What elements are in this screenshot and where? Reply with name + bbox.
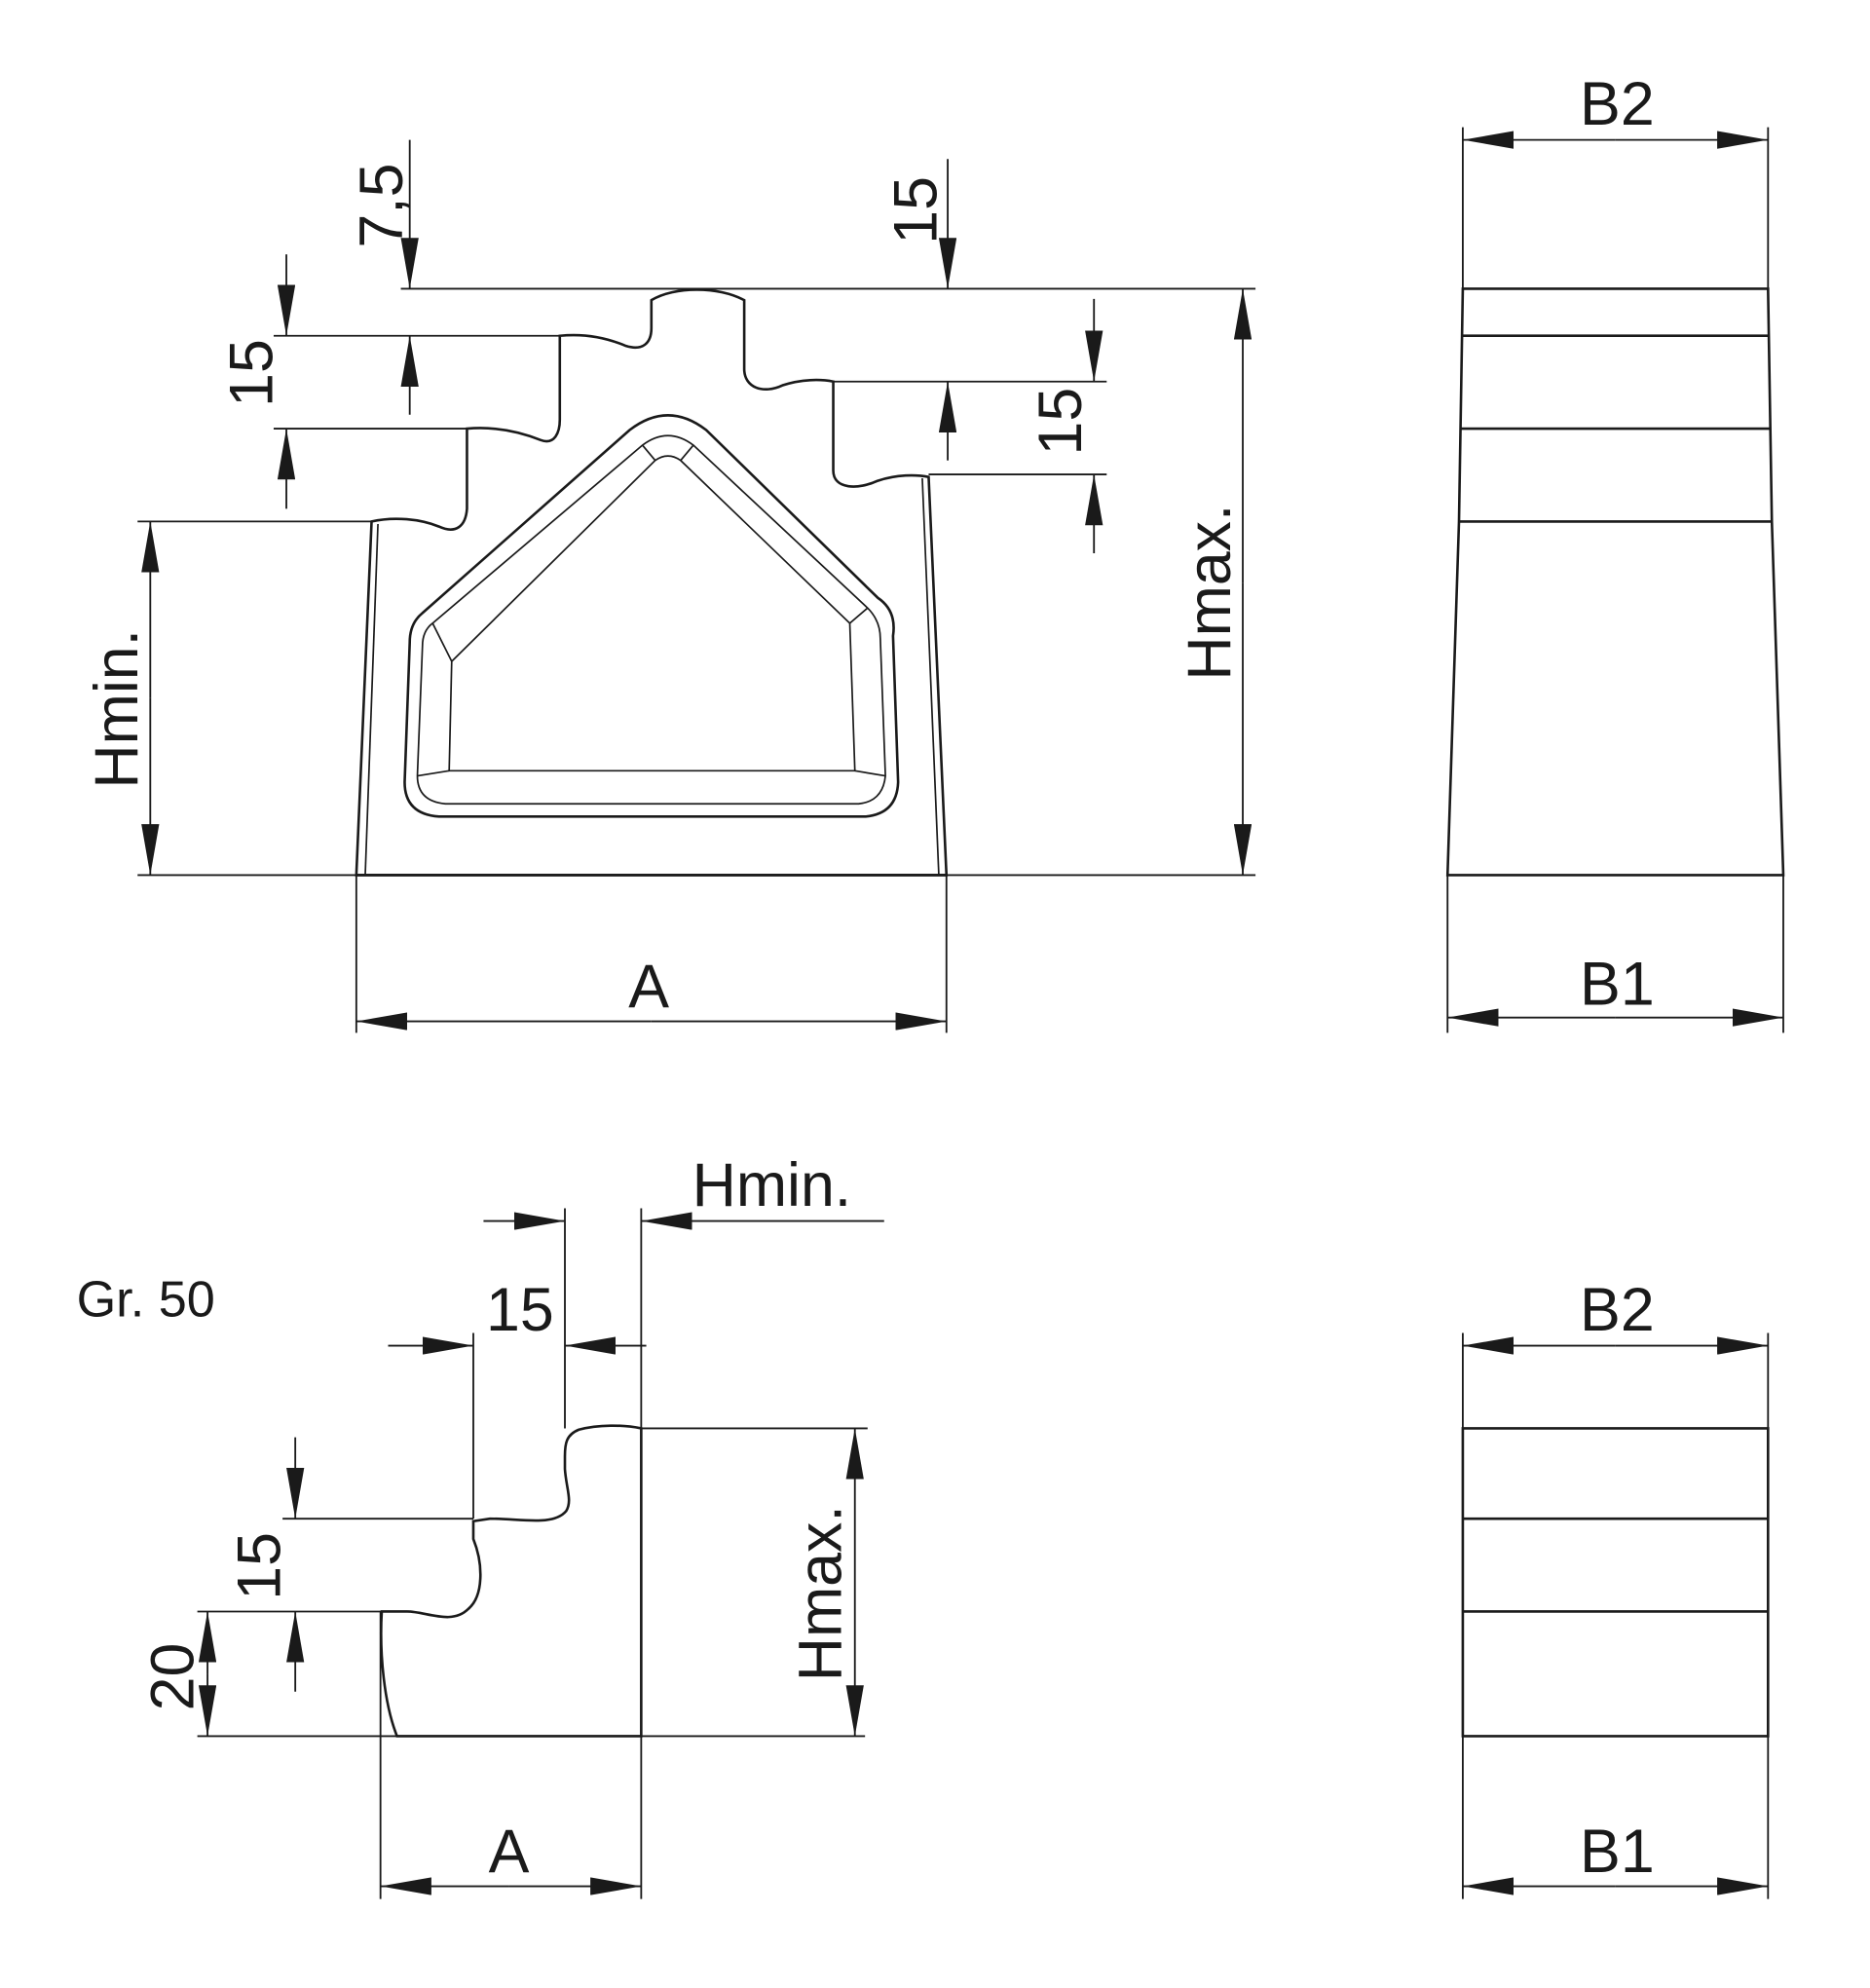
side-view-small: B2 B1 <box>1461 1276 1770 1899</box>
dim-b1-label: B1 <box>1580 951 1655 1019</box>
dim-hmin-small-label: Hmin. <box>692 1151 852 1219</box>
front-view-small: Hmin. 15 15 20 Hmax. A <box>139 1151 884 1899</box>
dim-b2-label: B2 <box>1580 70 1655 138</box>
dim-15-left-label: 15 <box>218 339 286 407</box>
side-view-large: B2 B1 <box>1445 70 1785 1033</box>
front-view-large <box>355 288 949 877</box>
size-label: Gr. 50 <box>77 1272 215 1329</box>
dim-hmax-label: Hmax. <box>1176 505 1244 681</box>
dim-20-label: 20 <box>139 1643 207 1711</box>
dim-7-5-label: 7,5 <box>348 164 416 248</box>
front-view-dimensions: Hmin. Hmax. 15 7,5 15 15 A <box>83 139 1256 1033</box>
dim-b1-small-label: B1 <box>1580 1818 1655 1886</box>
dim-a-label: A <box>628 953 669 1021</box>
dim-a-small-label: A <box>489 1818 530 1886</box>
dim-hmin-label: Hmin. <box>83 629 151 789</box>
dim-15-top-right-label: 15 <box>881 176 950 244</box>
dim-15-right-label: 15 <box>1027 388 1095 456</box>
dim-15-horizontal-label: 15 <box>486 1276 554 1344</box>
dim-b2-small-label: B2 <box>1580 1276 1655 1344</box>
dim-15-vertical-label: 15 <box>226 1532 294 1600</box>
dim-hmax-small-label: Hmax. <box>786 1505 854 1681</box>
